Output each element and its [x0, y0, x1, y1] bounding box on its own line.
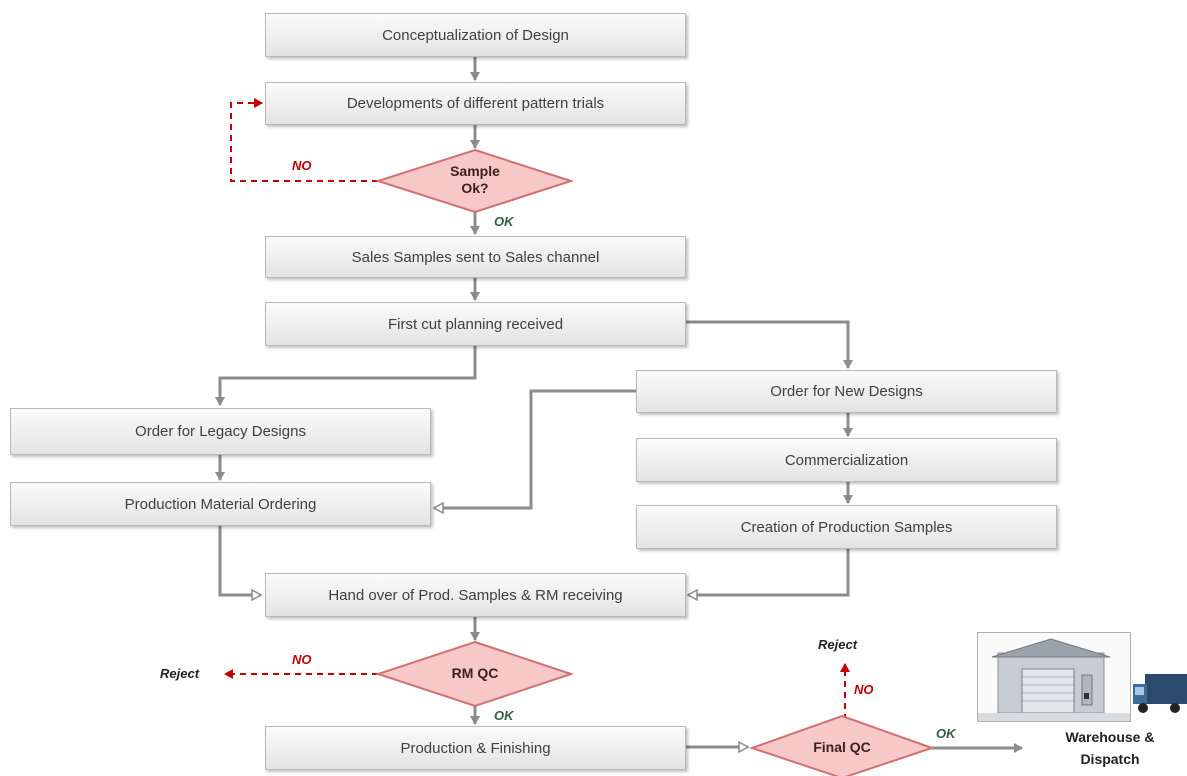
box-production-finishing: Production & Finishing — [265, 726, 686, 770]
truck-icon — [1133, 674, 1187, 713]
decision-sample-ok — [374, 148, 575, 214]
no-label-final: NO — [854, 682, 874, 697]
box-new-designs: Order for New Designs — [636, 370, 1057, 413]
box-legacy-designs-label: Order for Legacy Designs — [135, 423, 306, 440]
decision-final-qc-label: Final QC — [813, 739, 871, 755]
box-first-cut: First cut planning received — [265, 302, 686, 346]
box-material-ordering: Production Material Ordering — [10, 482, 431, 526]
box-handover: Hand over of Prod. Samples & RM receivin… — [265, 573, 686, 617]
warehouse-dispatch-label: Warehouse & Dispatch — [1040, 726, 1180, 770]
warehouse-truck-icon — [977, 632, 1131, 722]
decision-sample-ok-line1: Sample — [450, 163, 500, 179]
box-material-ordering-label: Production Material Ordering — [124, 495, 317, 513]
box-legacy-designs: Order for Legacy Designs — [10, 408, 431, 455]
box-handover-label: Hand over of Prod. Samples & RM receivin… — [328, 586, 623, 604]
warehouse-label-line2: Dispatch — [1080, 751, 1140, 767]
warehouse-label-line1: Warehouse & — [1065, 729, 1155, 745]
box-new-designs-label: Order for New Designs — [770, 383, 923, 400]
box-commercialization-label: Commercialization — [784, 451, 909, 469]
decision-final-qc — [748, 714, 936, 776]
box-conceptualization-label: Conceptualization of Design — [382, 26, 569, 44]
reject-label-rm: Reject — [160, 666, 200, 681]
box-sales-samples: Sales Samples sent to Sales channel — [265, 236, 686, 278]
decision-rm-qc — [374, 640, 575, 708]
ok-label-rm: OK — [494, 708, 514, 723]
box-first-cut-label: First cut planning received — [387, 315, 564, 333]
box-conceptualization: Conceptualization of Design — [265, 13, 686, 57]
box-pattern-trials-label: Developments of different pattern trials — [346, 95, 605, 112]
decision-rm-qc-label: RM QC — [451, 665, 499, 681]
no-label-sample: NO — [292, 158, 312, 173]
box-production-finishing-label: Production & Finishing — [400, 739, 551, 757]
box-production-samples-label: Creation of Production Samples — [740, 518, 953, 536]
box-sales-samples-label: Sales Samples sent to Sales channel — [351, 248, 600, 266]
box-pattern-trials: Developments of different pattern trials — [265, 82, 686, 125]
box-commercialization: Commercialization — [636, 438, 1057, 482]
no-label-rm: NO — [292, 652, 312, 667]
box-production-samples: Creation of Production Samples — [636, 505, 1057, 549]
reject-label-final: Reject — [818, 637, 858, 652]
decision-sample-ok-label: Sample Ok? — [405, 163, 545, 197]
decision-sample-ok-line2: Ok? — [461, 180, 489, 196]
ok-label-final: OK — [936, 726, 956, 741]
ok-label-sample: OK — [494, 214, 514, 229]
